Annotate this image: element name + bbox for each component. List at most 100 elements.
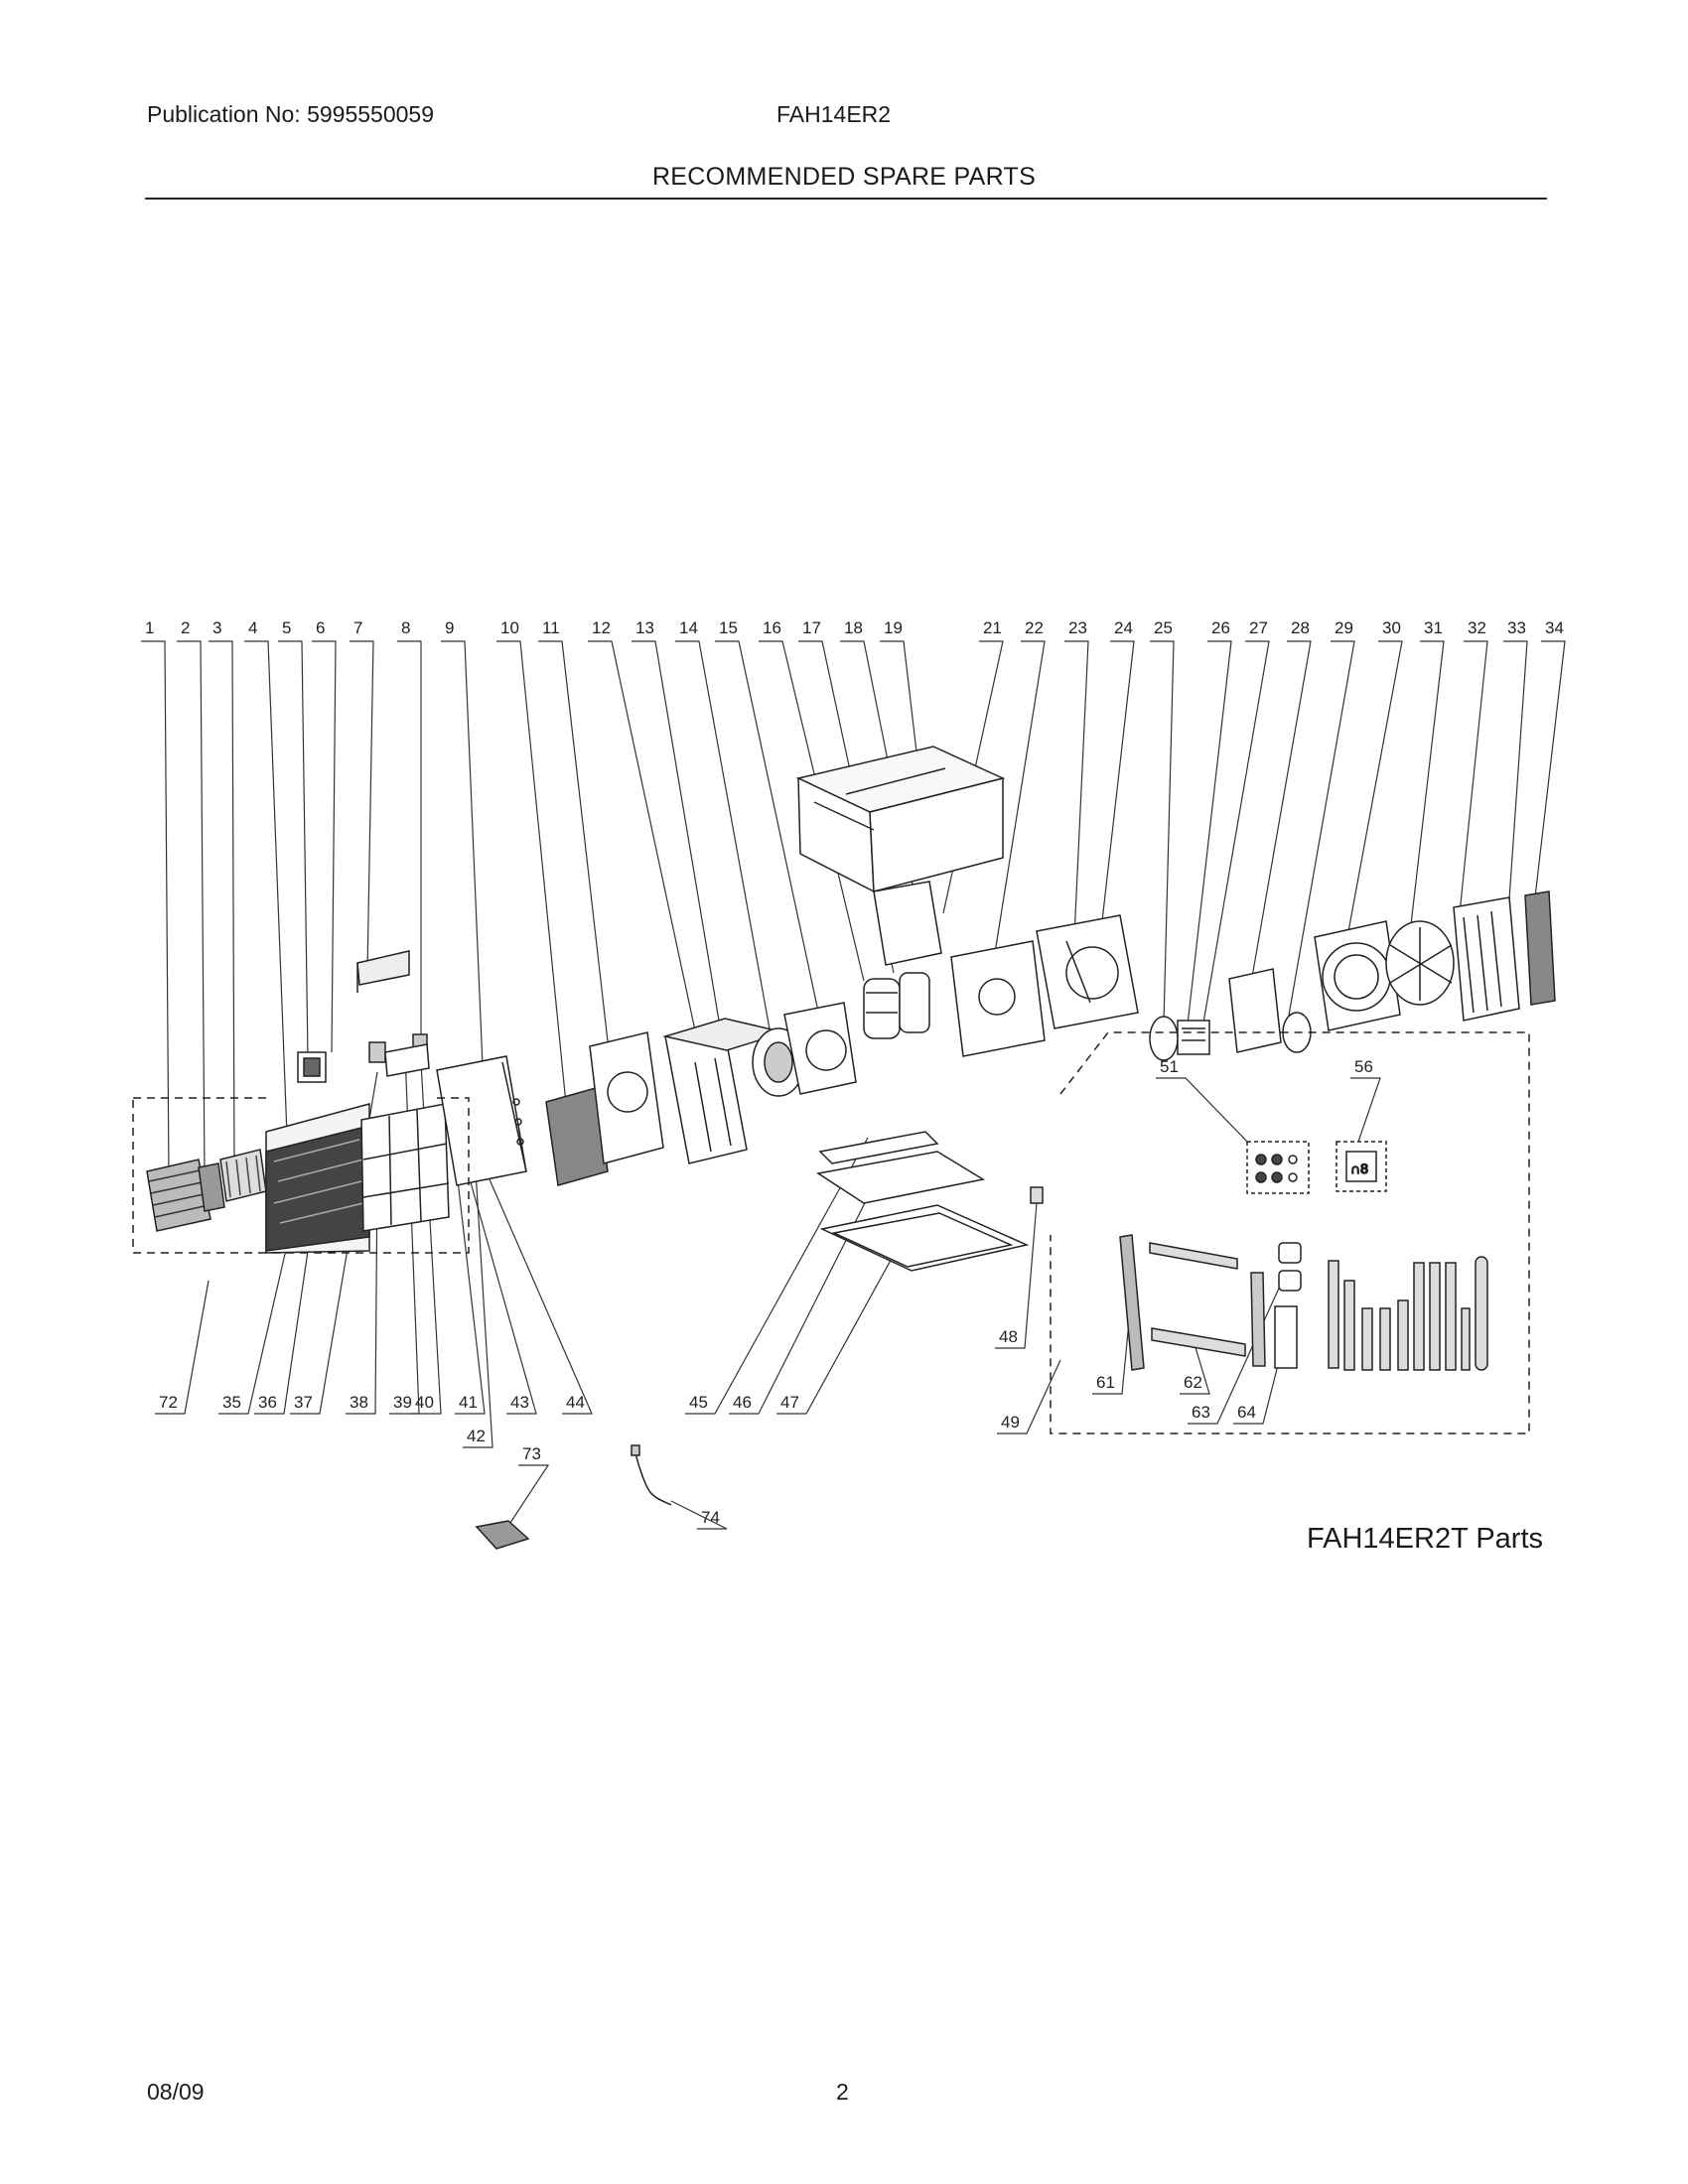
leader-46 [729, 1176, 879, 1415]
callout-45: 45 [689, 1393, 708, 1412]
callout-74: 74 [701, 1508, 720, 1527]
footer-date: 08/09 [147, 2079, 205, 2105]
leader-31 [1409, 640, 1445, 934]
orifice-panel-part [662, 1018, 787, 1164]
callout-32: 32 [1468, 618, 1486, 637]
callout-16: 16 [763, 618, 781, 637]
installation-kit-frame [1050, 1031, 1530, 1434]
callout-2: 2 [181, 618, 190, 637]
callout-41: 41 [459, 1393, 478, 1412]
callout-28: 28 [1291, 618, 1310, 637]
callout-39: 39 [393, 1393, 412, 1412]
leader-5 [278, 640, 309, 1059]
callout-61: 61 [1096, 1373, 1115, 1392]
leader-73 [505, 1464, 550, 1530]
callout-64: 64 [1237, 1403, 1256, 1422]
callout-30: 30 [1382, 618, 1401, 637]
leader-30 [1343, 640, 1403, 954]
front-panel-part [265, 1103, 370, 1254]
callout-72: 72 [159, 1393, 178, 1412]
fan-housing-part [589, 1031, 664, 1164]
window-kit-parts [1119, 1234, 1488, 1371]
cabinet-part [795, 746, 1006, 893]
remote-battery-part [475, 1520, 530, 1550]
evaporator-fins-part [545, 1087, 609, 1186]
leader-25 [1150, 640, 1175, 1024]
svg-text:∩8: ∩8 [1350, 1160, 1368, 1176]
callout-12: 12 [592, 618, 611, 637]
leader-7 [350, 640, 374, 974]
page-title: RECOMMENDED SPARE PARTS [651, 163, 1037, 191]
callout-13: 13 [635, 618, 654, 637]
callout-22: 22 [1025, 618, 1044, 637]
leader-9 [441, 640, 484, 1067]
callout-44: 44 [566, 1393, 585, 1412]
fan-motor-part [1149, 1016, 1210, 1061]
condenser-fan-part [1385, 920, 1455, 1006]
leader-4 [244, 640, 289, 1162]
callout-10: 10 [500, 618, 519, 637]
leader-51 [1156, 1077, 1250, 1145]
leader-41 [450, 1119, 486, 1415]
callout-4: 4 [248, 618, 257, 637]
callout-49: 49 [1001, 1413, 1020, 1432]
callout-8: 8 [401, 618, 410, 637]
leader-34 [1534, 640, 1566, 898]
callout-23: 23 [1068, 618, 1087, 637]
callout-3: 3 [212, 618, 221, 637]
callout-63: 63 [1192, 1403, 1210, 1422]
leader-6 [312, 640, 337, 1053]
drain-hose-part [631, 1444, 672, 1506]
scroll-part [783, 1002, 857, 1095]
air-filter-part [360, 1103, 450, 1232]
leader-12 [588, 640, 696, 1031]
page-number: 2 [836, 2079, 849, 2105]
evaporator-part [436, 1055, 527, 1186]
callout-17: 17 [802, 618, 821, 637]
callout-46: 46 [733, 1393, 752, 1412]
callout-5: 5 [282, 618, 291, 637]
callout-19: 19 [884, 618, 903, 637]
callout-11: 11 [542, 618, 560, 637]
leader-72 [155, 1280, 210, 1415]
leader-45 [685, 1137, 869, 1415]
callout-33: 33 [1507, 618, 1526, 637]
bulkhead-part [1036, 914, 1139, 1029]
model-number: FAH14ER2 [776, 101, 892, 127]
leader-44 [454, 1099, 593, 1415]
display-board-part: ∩8 [1336, 1141, 1387, 1192]
vane-set-part [219, 1149, 267, 1202]
condenser-coil-part [1453, 896, 1520, 1022]
callout-51: 51 [1160, 1057, 1179, 1076]
leader-32 [1459, 640, 1488, 914]
callout-29: 29 [1335, 618, 1353, 637]
compressor-part [863, 881, 942, 1039]
callout-47: 47 [780, 1393, 799, 1412]
callout-42: 42 [467, 1427, 486, 1445]
leader-33 [1503, 640, 1528, 900]
callout-25: 25 [1154, 618, 1173, 637]
callout-18: 18 [844, 618, 863, 637]
callout-15: 15 [719, 618, 738, 637]
remote-control-part [1246, 1141, 1310, 1194]
leader-47 [776, 1254, 895, 1415]
leader-13 [632, 640, 724, 1045]
leader-62 [1180, 1333, 1210, 1395]
callout-31: 31 [1424, 618, 1443, 637]
drain-pan-part [816, 1131, 1030, 1272]
leader-28 [1250, 640, 1312, 984]
callout-7: 7 [353, 618, 362, 637]
callout-27: 27 [1249, 618, 1268, 637]
leader-3 [209, 640, 235, 1170]
leader-8 [397, 640, 422, 1046]
leader-35 [218, 1214, 295, 1415]
rear-grille-part [1524, 890, 1556, 1006]
leader-24 [1101, 640, 1135, 922]
callout-34: 34 [1545, 618, 1564, 637]
leader-11 [538, 640, 613, 1077]
callout-35: 35 [222, 1393, 241, 1412]
leader-42 [463, 1121, 493, 1448]
front-grille-part [146, 1159, 211, 1232]
leader-10 [496, 640, 567, 1105]
leader-29 [1286, 640, 1355, 1027]
